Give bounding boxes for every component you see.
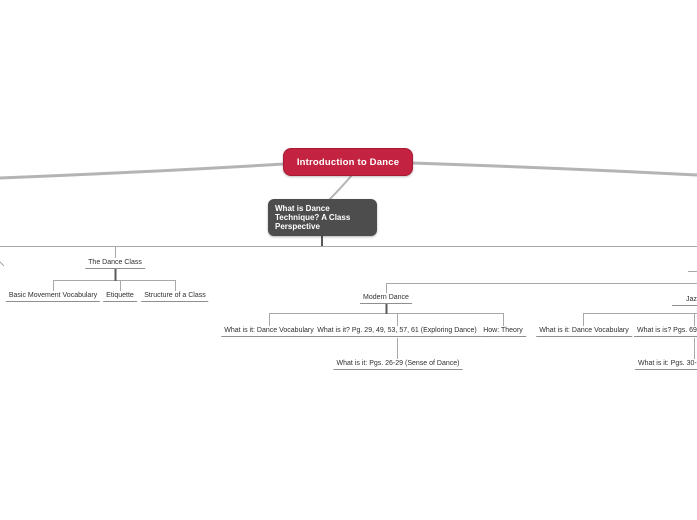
node-structure-of-a-class[interactable]: Structure of a Class — [141, 292, 209, 302]
node-jz-dance-vocabulary[interactable]: What is it: Dance Vocabulary — [536, 327, 632, 337]
root-topic-label: Introduction to Dance — [296, 156, 400, 168]
node-jazz[interactable]: Jaz — [672, 296, 697, 306]
node-the-dance-class[interactable]: The Dance Class — [85, 259, 145, 269]
subtopic-node[interactable]: What is Dance Technique? A Class Perspec… — [268, 199, 377, 236]
node-md-sense-of-dance[interactable]: What is it: Pgs. 26-29 (Sense of Dance) — [333, 360, 463, 370]
node-md-exploring-dance[interactable]: What is it? Pg. 29, 49, 53, 57, 61 (Expl… — [314, 327, 480, 337]
node-modern-dance[interactable]: Modern Dance — [360, 294, 412, 304]
trunk-connectors — [114, 236, 388, 314]
node-basic-movement-vocabulary[interactable]: Basic Movement Vocabulary — [5, 292, 101, 302]
node-jz-pgs-69[interactable]: What is is? Pgs. 69-7 — [634, 327, 697, 337]
subtopic-label: What is Dance Technique? A Class Perspec… — [275, 204, 351, 231]
node-etiquette[interactable]: Etiquette — [103, 292, 137, 302]
node-jz-pgs-30[interactable]: What is it: Pgs. 30-3 — [635, 360, 697, 370]
node-md-dance-vocabulary[interactable]: What is it: Dance Vocabulary — [221, 327, 317, 337]
root-topic-node[interactable]: Introduction to Dance — [283, 148, 413, 176]
root-to-subtopic-connector — [327, 174, 353, 202]
node-md-how-theory[interactable]: How: Theory — [480, 327, 526, 337]
root-branch-curves — [0, 161, 697, 180]
